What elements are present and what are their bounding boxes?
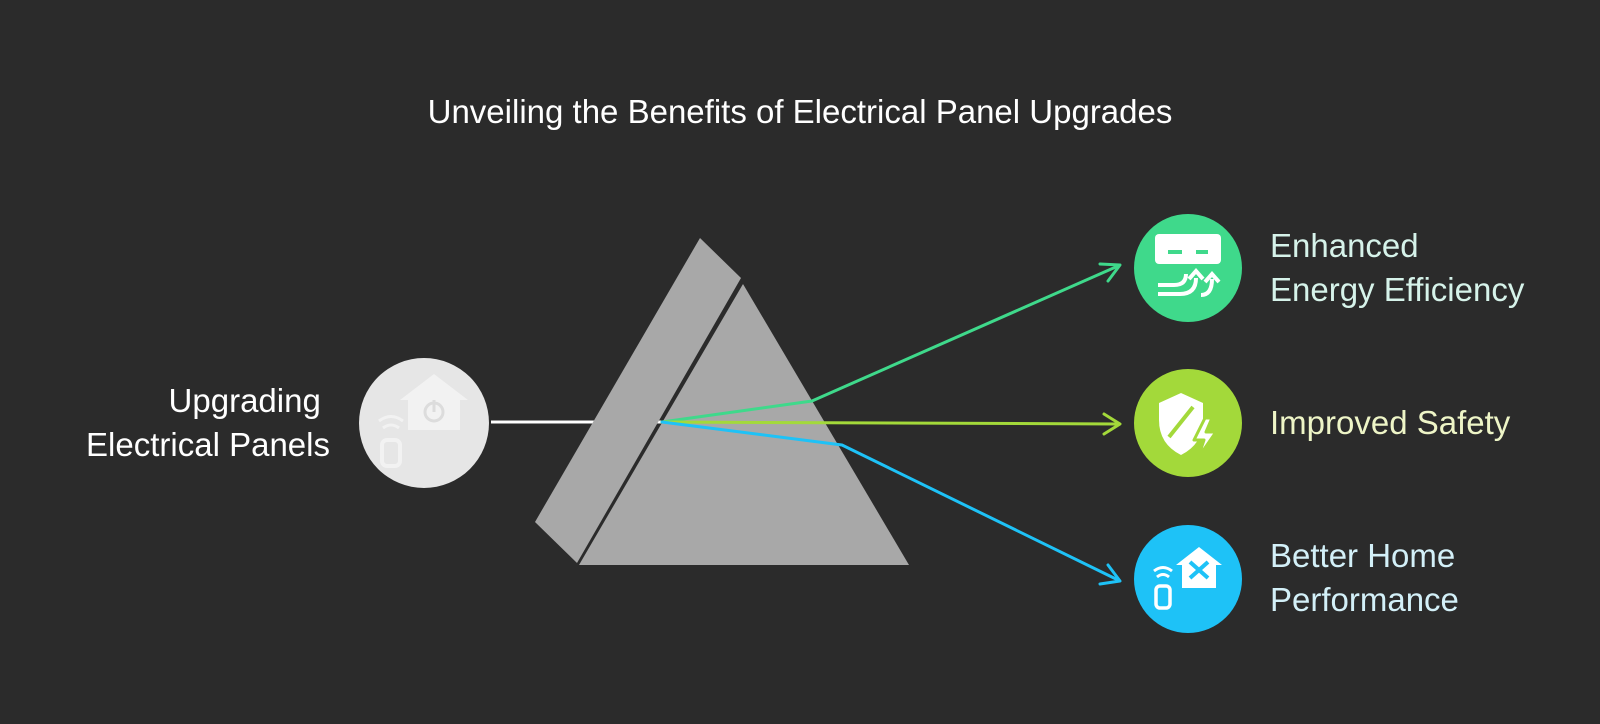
beam-home-performance-arrowhead — [1098, 563, 1122, 586]
benefit-improved-safety: Improved Safety — [1134, 369, 1511, 477]
beam-safety — [660, 420, 1120, 426]
source-label-line1: Upgrading — [169, 382, 321, 419]
prism-back-face — [535, 238, 741, 563]
benefit-label-home-performance: Better Home Performance — [1270, 537, 1464, 618]
benefit-label-improved-safety-line1: Improved Safety — [1270, 404, 1511, 441]
benefit-energy-efficiency: Enhanced Energy Efficiency — [1134, 214, 1525, 322]
prism — [535, 238, 909, 565]
beam-energy-efficiency — [660, 264, 1120, 424]
beam-energy-efficiency-arrowhead — [1098, 262, 1122, 283]
air-conditioner-airflow-icon — [1155, 234, 1221, 297]
diagram-title: Unveiling the Benefits of Electrical Pan… — [428, 93, 1173, 130]
source-label: Upgrading Electrical Panels — [86, 382, 330, 463]
benefit-label-energy-efficiency-line2: Energy Efficiency — [1270, 271, 1525, 308]
source-label-line2: Electrical Panels — [86, 426, 330, 463]
beam-home-performance — [660, 420, 1120, 582]
beam-safety-arrowhead — [1102, 412, 1122, 436]
benefit-label-energy-efficiency: Enhanced Energy Efficiency — [1270, 227, 1525, 308]
benefit-home-performance: Better Home Performance — [1134, 525, 1464, 633]
benefit-circle-energy-efficiency — [1134, 214, 1242, 322]
benefit-label-improved-safety: Improved Safety — [1270, 404, 1511, 441]
benefit-label-home-performance-line2: Performance — [1270, 581, 1459, 618]
shield-lightning-icon — [1159, 393, 1218, 460]
prism-front-face — [579, 284, 909, 565]
benefit-label-home-performance-line1: Better Home — [1270, 537, 1455, 574]
smart-home-remote-tools-icon — [1153, 547, 1222, 610]
source-node — [359, 358, 489, 488]
smart-home-remote-icon — [378, 374, 468, 468]
outgoing-beams — [660, 262, 1122, 586]
benefit-label-energy-efficiency-line1: Enhanced — [1270, 227, 1419, 264]
